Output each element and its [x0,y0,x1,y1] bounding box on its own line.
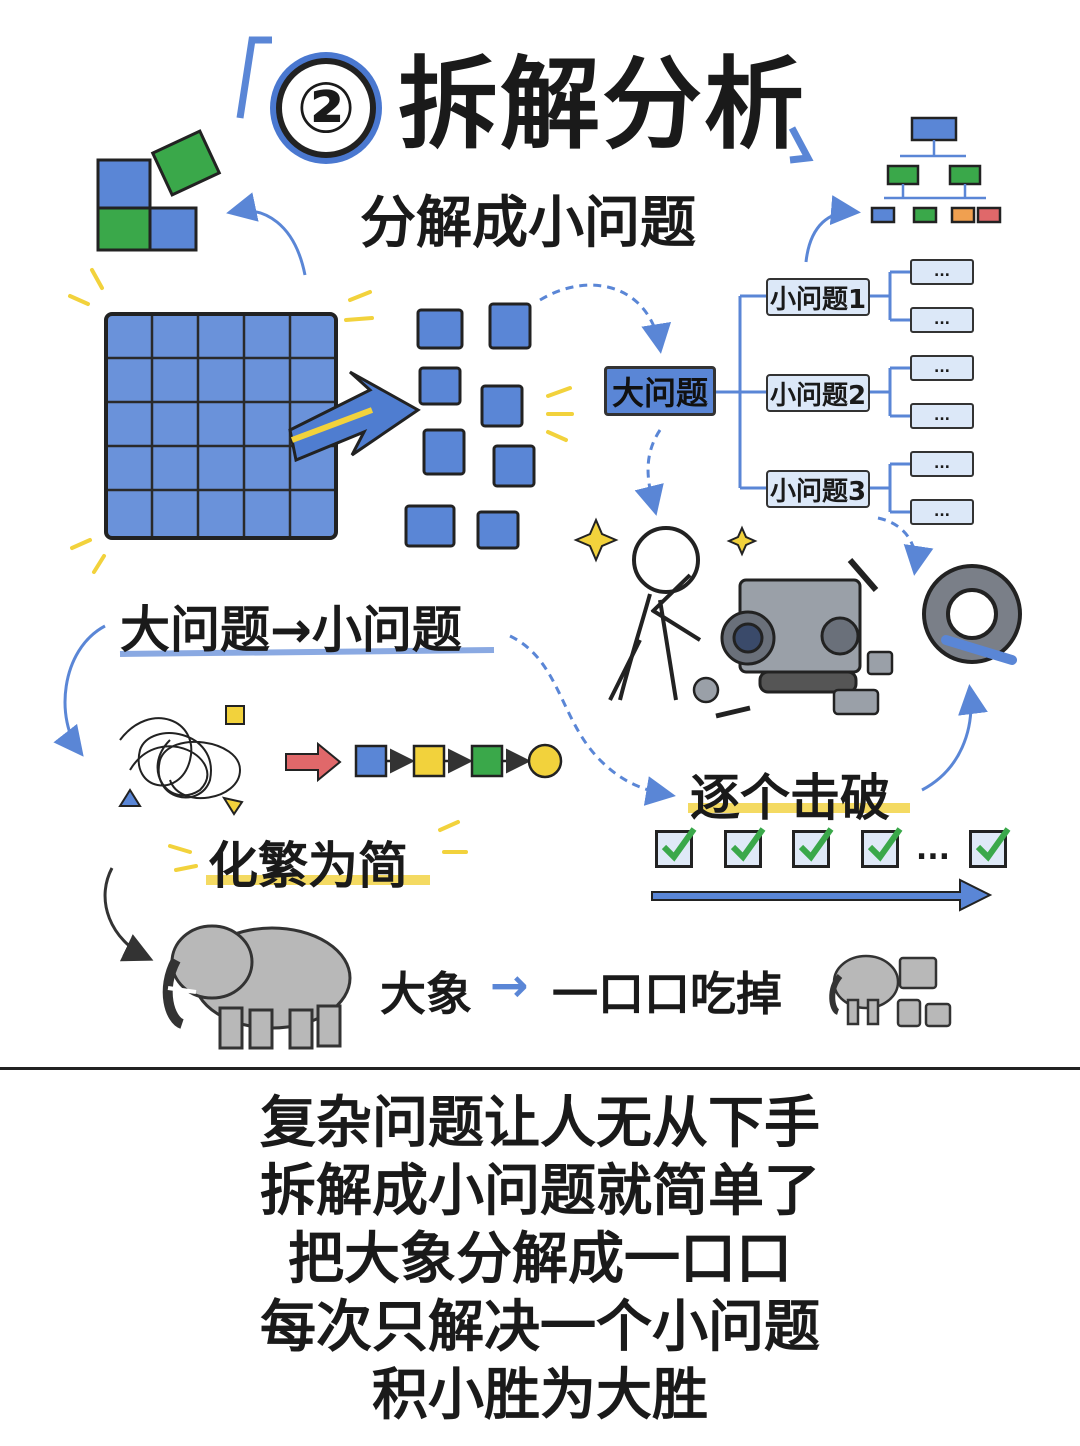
elephant-icon [162,924,352,1050]
arrow-pieces-to-tree [539,283,672,354]
title-brackets [236,36,814,164]
summary-line: 把大象分解成一口口 [288,1227,792,1292]
summary-line: 积小胜为大胜 [372,1363,708,1428]
big-puzzle-icon [68,268,421,574]
page-title: 拆解分析 [398,46,806,163]
yellow-triangle-shape [221,796,244,816]
arrow-to-small-puzzle [226,192,307,276]
arrow-to-gear [921,684,988,792]
small-puzzle-icon [96,129,222,252]
summary-line: 拆解成小问题就简单了 [260,1159,820,1224]
simplify-sparkles [168,820,468,872]
tree-connectors [716,270,910,514]
red-arrow-icon [285,741,342,783]
sparkles [573,517,758,563]
blue-triangle-shape [118,788,142,807]
elephant-right-label: 一口口吃掉 [552,967,782,1021]
scattered-puzzle-pieces [404,302,536,550]
tree-branch-1: 小问题1 [766,278,870,316]
checks-ellipsis: ... [915,831,951,867]
arrow-to-elephant [103,867,154,962]
big-to-small-label: 大问题→小问题 [120,601,462,659]
sparkle-lines [546,386,574,442]
tree-leaf: ... [910,307,974,333]
tree-branch-2: 小问题2 [766,374,870,412]
conquer-label: 逐个击破 [690,769,890,827]
tree-leaf: ... [910,403,974,429]
arrow-to-org-chart [804,195,861,263]
simplify-label: 化繁为简 [208,837,408,895]
tree-leaf: ... [910,499,974,525]
worker-figure [608,526,702,701]
elephant-left-label: 大象 [380,967,472,1021]
machine-icon [720,558,879,694]
tree-root-box: 大问题 [604,366,716,416]
check-icon [792,827,834,868]
scattered-parts [692,650,894,719]
check-icon [968,827,1011,868]
arrow-to-conquer [509,634,676,806]
check-icon [655,827,697,868]
yellow-square-shape [225,705,245,725]
arrow-root-to-worker [634,429,664,516]
elephant-arrow: → [490,958,529,1012]
summary-line: 复杂问题让人无从下手 [260,1091,820,1156]
gear-icon [922,564,1022,665]
page-subtitle: 分解成小问题 [360,191,696,256]
org-chart-icon [870,116,1002,224]
summary-text: 复杂问题让人无从下手 拆解成小问题就简单了 把大象分解成一口口 每次只解决一个小… [0,1090,1080,1430]
tangle-icon [119,717,242,800]
tree-leaf: ... [910,355,974,381]
big-to-small-underline [119,647,495,657]
check-icon [861,827,903,868]
arrow-to-tangle [53,624,106,757]
section-divider [0,1067,1080,1070]
checklist: ... [655,824,1025,870]
tree-leaf: ... [910,259,974,285]
check-icon [723,827,766,868]
puzzle-elephant-icon [829,954,952,1028]
sequence-icon [354,743,563,779]
arrow-tree-to-gear [877,516,934,576]
tree-leaf: ... [910,451,974,477]
step-number-badge: ② [276,58,376,158]
tree-branch-3: 小问题3 [766,470,870,508]
progress-arrow [651,878,993,912]
summary-line: 每次只解决一个小问题 [260,1295,820,1360]
